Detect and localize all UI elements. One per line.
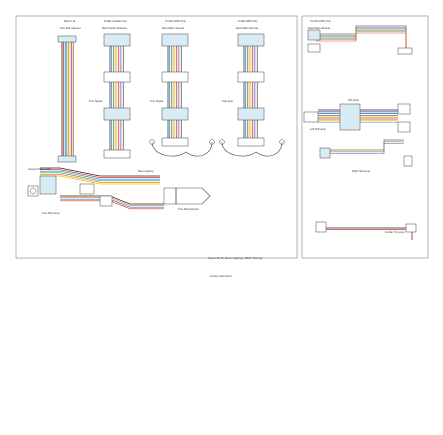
- connector: [57, 35, 77, 43]
- connector: [339, 103, 361, 131]
- connectors: [39, 29, 417, 233]
- wire-bundles: [40, 25, 413, 240]
- connector: [397, 121, 411, 133]
- wire: [40, 169, 160, 178]
- connector: [39, 175, 57, 195]
- side-label: Tail Lamp: [348, 98, 360, 102]
- connector: [307, 29, 321, 41]
- brand-caption: Harley-Davidson: [210, 274, 233, 278]
- connector: [303, 111, 319, 123]
- connector: [79, 183, 95, 195]
- connector: [99, 195, 113, 207]
- wire: [60, 197, 164, 206]
- side-label: Tour-Pak Lamp: [42, 211, 60, 215]
- connector: [57, 155, 77, 163]
- wire: [40, 167, 160, 177]
- main-diagram-panel: [15, 15, 298, 259]
- wire: [40, 172, 160, 182]
- top-label: Rear F-11: [64, 19, 76, 23]
- connector: [405, 223, 417, 233]
- figure-caption: Figure B-16. Rear Lighting: 2014 Touring: [208, 256, 262, 260]
- harness-label: Rear Main Harness: [308, 26, 331, 30]
- connector: [161, 107, 189, 121]
- connector: [319, 147, 331, 159]
- side-label: Turn Signal: [89, 99, 103, 103]
- wire: [40, 175, 160, 185]
- side-label: Right Tail Lamp: [352, 169, 370, 173]
- wire: [60, 195, 164, 205]
- connector: [237, 107, 265, 121]
- harness-label: Rear Main Harness: [162, 26, 185, 30]
- connector: [103, 33, 131, 47]
- connector: [307, 43, 321, 53]
- harness-label: Rear Fender Harness: [102, 26, 128, 30]
- connector: [103, 71, 131, 83]
- top-label: TO HD-2000 Only: [165, 19, 186, 23]
- side-label: Left Tail Lamp: [310, 127, 327, 131]
- side-label: Fender Tip Lamp: [385, 230, 405, 234]
- connector: [161, 137, 189, 147]
- connector: [161, 71, 189, 83]
- connector: [315, 221, 327, 233]
- top-label: FUSE Canada Only: [104, 19, 127, 23]
- connector: [237, 71, 265, 83]
- wire: [316, 32, 407, 48]
- side-label: Tour-Pak Harness: [178, 207, 199, 211]
- wire: [60, 198, 164, 208]
- connector: [103, 107, 131, 121]
- connector: [403, 155, 413, 167]
- harness-label: Tour-Pak Harness: [60, 26, 81, 30]
- connector: [237, 137, 265, 147]
- connector: [161, 33, 189, 47]
- connector: [397, 47, 413, 55]
- side-label: Tail Lamp: [222, 99, 234, 103]
- license-plate-icon: [27, 185, 39, 197]
- side-label: Rear Lighting: [138, 169, 154, 173]
- top-label: TO HD-2000 Only: [310, 19, 331, 23]
- wire: [40, 170, 160, 180]
- tour-pak-lamp-icon: [163, 187, 211, 205]
- wire: [330, 142, 404, 154]
- connector: [103, 149, 131, 159]
- wire: [40, 174, 160, 183]
- side-label: Turn Signal: [150, 99, 164, 103]
- right-diagram-panel: [301, 15, 429, 259]
- connector: [397, 103, 411, 115]
- harness-label: Rear Main Harness: [236, 26, 259, 30]
- side-label: License Plate Lamp: [28, 167, 51, 171]
- wire: [60, 200, 164, 210]
- top-label: FUSE 3000 Only: [238, 19, 258, 23]
- connector: [237, 33, 265, 47]
